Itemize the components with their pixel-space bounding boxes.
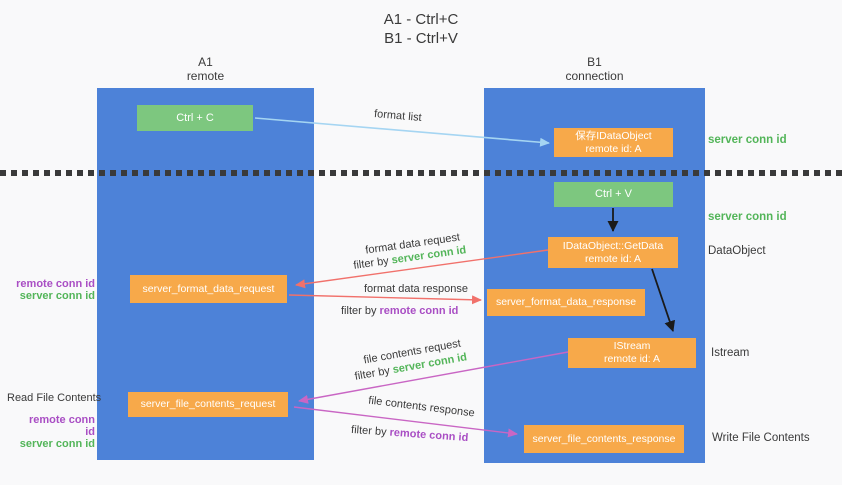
arrow-label-filter-remote-2: filter by remote conn id [351, 424, 469, 444]
node-ctrl-v-label: Ctrl + V [595, 188, 632, 200]
node-format-response: server_format_data_response [487, 289, 645, 316]
node-format-request-label: server_format_data_request [142, 282, 275, 295]
label-dataobject: DataObject [708, 245, 766, 257]
node-file-request-label: server_file_contents_request [140, 398, 276, 410]
filter-by-text-4: filter by [350, 423, 387, 439]
lane-header-left: A1 remote [97, 55, 314, 83]
node-istream: IStream remote id: A [568, 338, 696, 368]
conn-id-pair-bottom: remote conn id server conn id [18, 414, 95, 450]
node-format-request: server_format_data_request [130, 275, 287, 303]
label-server-conn-id-2: server conn id [19, 438, 95, 450]
arrow-label-format-data-response: format data response [364, 283, 468, 295]
node-file-response-label: server_file_contents_response [532, 432, 676, 445]
lane-header-right: B1 connection [484, 55, 705, 83]
node-getdata-line1: IDataObject::GetData [562, 239, 664, 252]
diagram-title: A1 - Ctrl+C B1 - Ctrl+V [0, 10, 842, 48]
filter-remote-conn-id-2: remote conn id [389, 426, 469, 445]
filter-by-text-1: filter by [352, 255, 390, 272]
label-server-conn-id-mid: server conn id [708, 211, 787, 223]
dashed-divider [0, 170, 842, 176]
filter-remote-conn-id-1: remote conn id [379, 305, 459, 317]
label-remote-conn-id-2: remote conn id [28, 414, 95, 438]
label-write-file-contents: Write File Contents [712, 432, 810, 444]
node-ctrl-v: Ctrl + V [554, 182, 673, 207]
lane-left-name: A1 [198, 55, 213, 69]
label-remote-conn-id-1: remote conn id [16, 278, 95, 290]
arrow-label-file-contents-response: file contents response [367, 394, 476, 420]
lane-left-role: remote [186, 69, 225, 83]
lane-right-role: connection [565, 69, 624, 83]
filter-by-text-2: filter by [341, 305, 377, 317]
node-file-response: server_file_contents_response [524, 425, 684, 453]
node-file-request: server_file_contents_request [128, 392, 288, 417]
node-format-response-label: server_format_data_response [495, 296, 637, 308]
node-save-dataobject-line1: 保存IDataObject [575, 129, 652, 142]
filter-by-text-3: filter by [353, 364, 391, 383]
node-istream-line1: IStream [613, 340, 651, 352]
label-read-file-contents: Read File Contents [7, 392, 102, 404]
lane-right-name: B1 [587, 55, 602, 69]
node-getdata-line2: remote id: A [584, 252, 642, 265]
label-istream: Istream [711, 347, 750, 359]
node-ctrl-c: Ctrl + C [137, 105, 253, 131]
arrow-label-filter-remote-1: filter by remote conn id [341, 305, 458, 317]
node-ctrl-c-label: Ctrl + C [176, 111, 214, 124]
label-server-conn-id-top: server conn id [708, 134, 787, 146]
node-save-dataobject: 保存IDataObject remote id: A [554, 128, 673, 157]
title-line-b1: B1 - Ctrl+V [384, 30, 458, 47]
arrow-label-format-list: format list [373, 108, 423, 124]
label-server-conn-id-1: server conn id [19, 290, 95, 302]
arrow-format-data-response [288, 294, 482, 305]
node-save-dataobject-line2: remote id: A [585, 142, 642, 155]
node-getdata: IDataObject::GetData remote id: A [548, 237, 678, 268]
node-istream-line2: remote id: A [603, 353, 661, 365]
title-line-a1: A1 - Ctrl+C [383, 11, 459, 28]
conn-id-pair-top: remote conn id server conn id [10, 278, 95, 302]
